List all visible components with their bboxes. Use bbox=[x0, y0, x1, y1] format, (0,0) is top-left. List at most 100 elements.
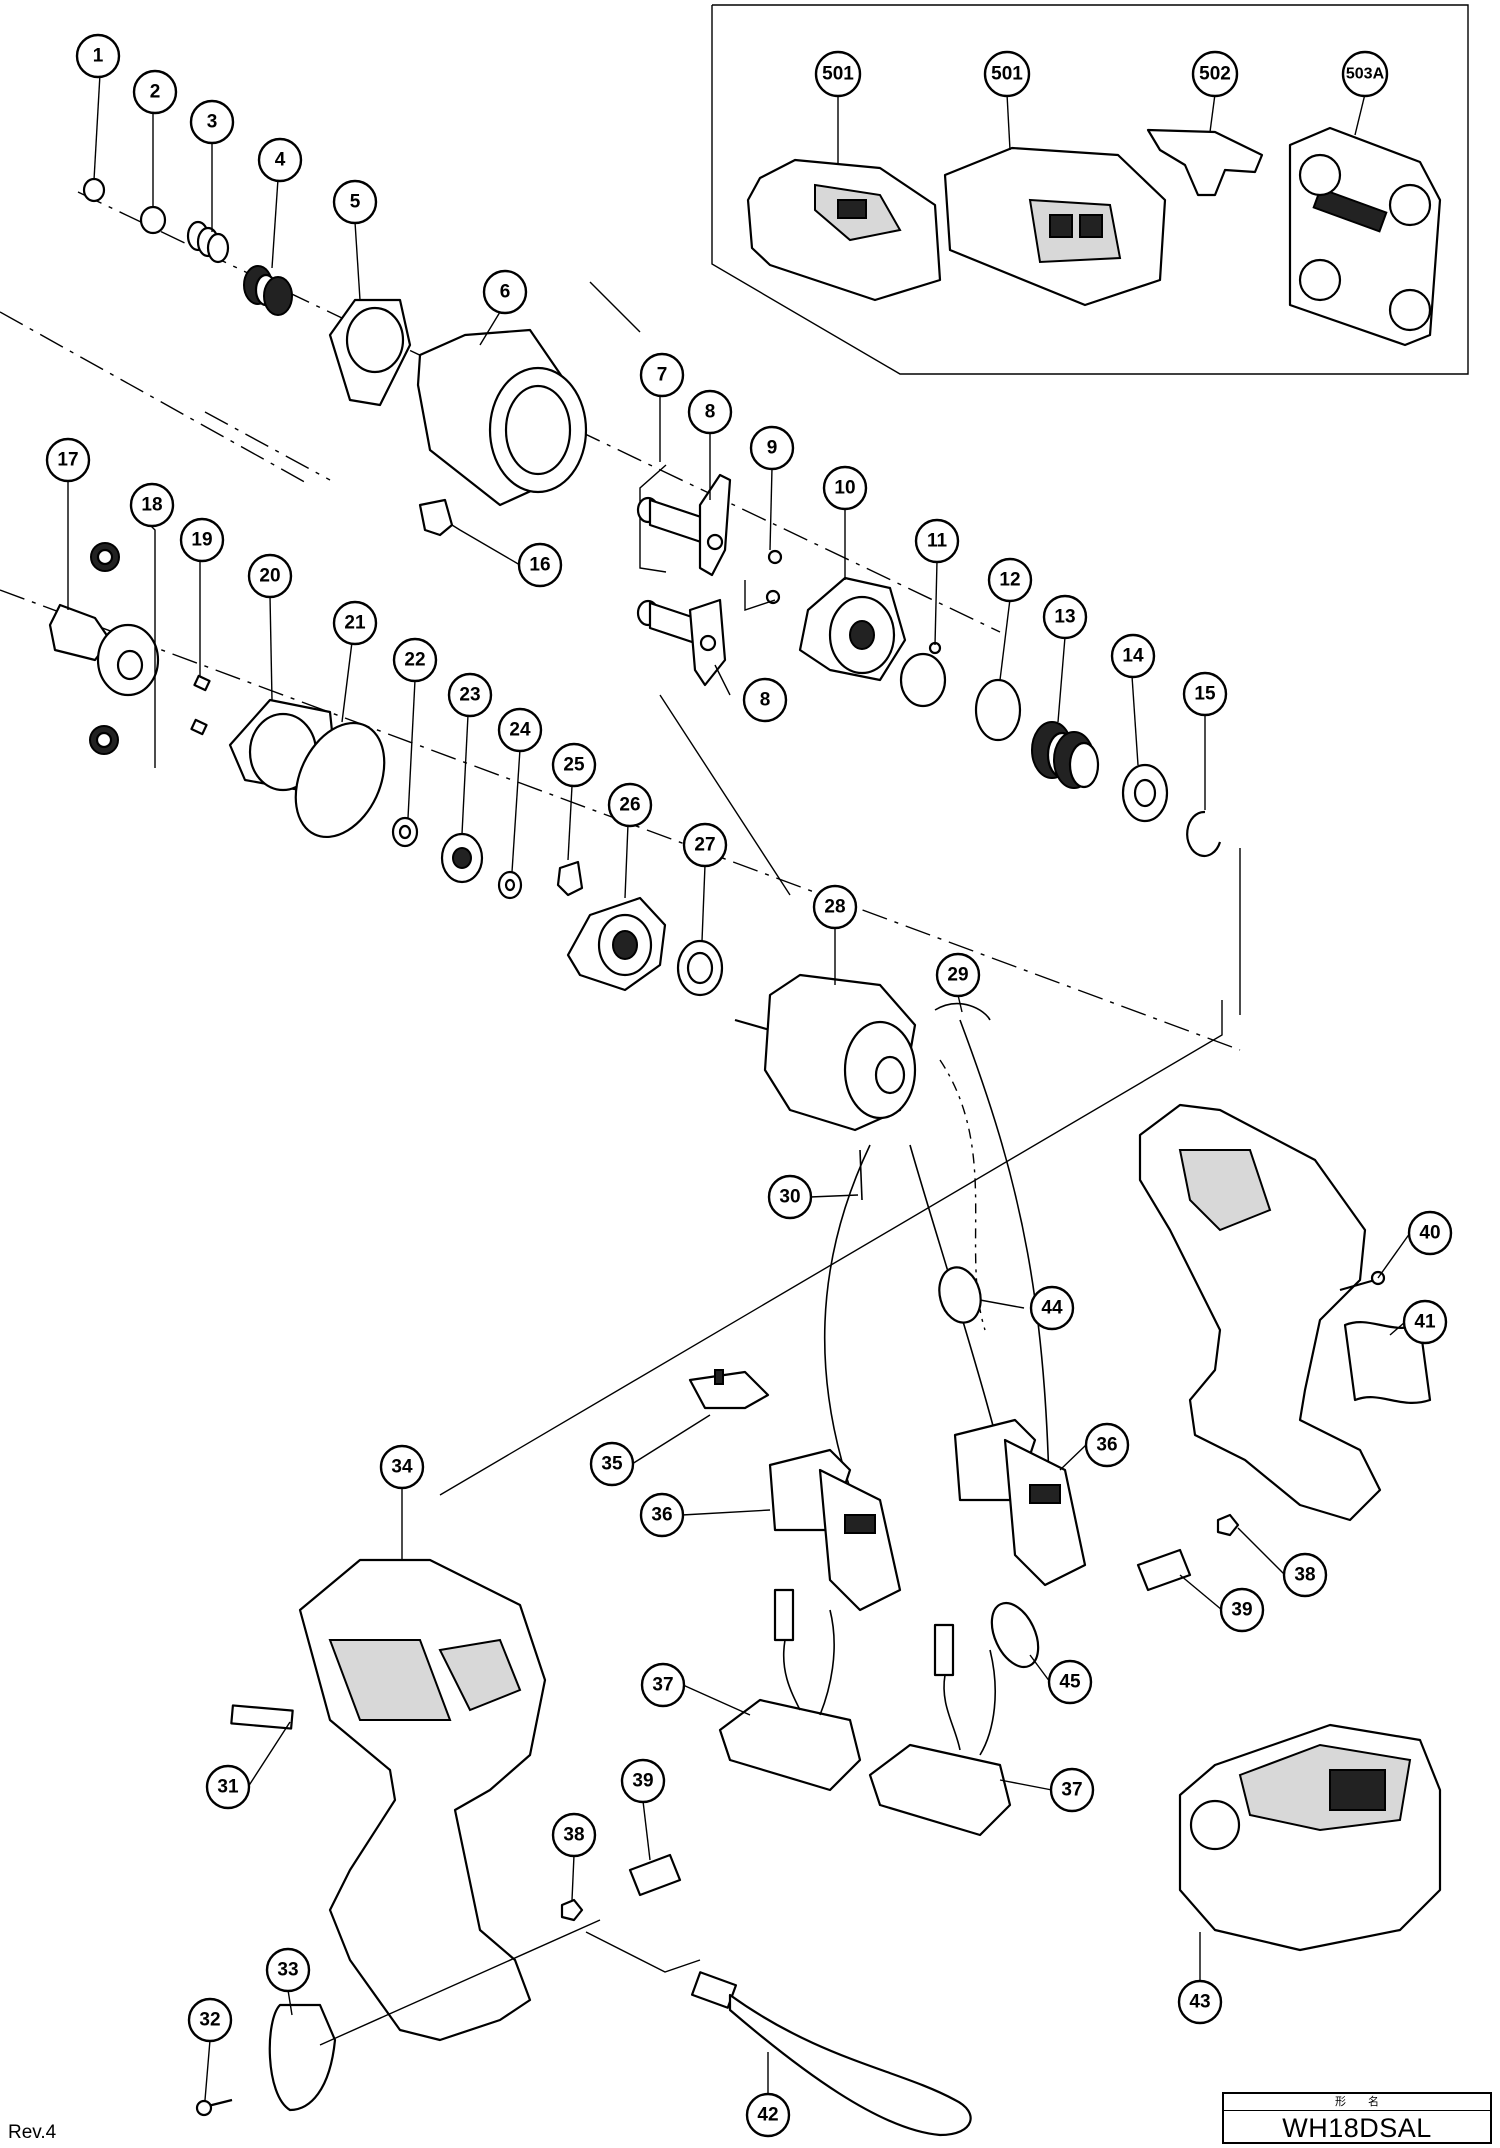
callout-label: 8 bbox=[760, 690, 771, 711]
title-block-header: 形 名 bbox=[1224, 2094, 1490, 2111]
callout-label: 24 bbox=[509, 720, 531, 741]
callout-label: 21 bbox=[344, 613, 366, 634]
callout-1: 1 bbox=[75, 33, 121, 79]
callout-label: 38 bbox=[563, 1825, 584, 1846]
callout-33: 33 bbox=[265, 1947, 311, 1993]
callout-19: 19 bbox=[179, 517, 225, 563]
callout-14: 14 bbox=[1110, 633, 1156, 679]
callout-label: 32 bbox=[199, 2010, 220, 2031]
callout-label: 501 bbox=[991, 64, 1023, 85]
callout-label: 35 bbox=[601, 1454, 623, 1475]
guide-line-housing bbox=[439, 1000, 1223, 1496]
callout-label: 5 bbox=[350, 192, 361, 213]
callout-label: 45 bbox=[1059, 1672, 1081, 1693]
callout-45: 45 bbox=[1047, 1659, 1093, 1705]
callout-label: 9 bbox=[767, 438, 778, 459]
callout-label: 29 bbox=[947, 965, 968, 986]
callout-43: 43 bbox=[1177, 1979, 1223, 2025]
callout-13: 13 bbox=[1042, 594, 1088, 640]
washer-24 bbox=[497, 870, 523, 900]
callout-label: 37 bbox=[1061, 1780, 1082, 1801]
callout-34: 34 bbox=[379, 1444, 425, 1490]
callout-label: 26 bbox=[619, 795, 640, 816]
callout-38a: 38 bbox=[551, 1812, 597, 1858]
callout-38b: 38 bbox=[1282, 1552, 1328, 1598]
callout-36a: 36 bbox=[639, 1492, 685, 1538]
charger-501a bbox=[746, 158, 942, 302]
switch-36b bbox=[953, 1418, 1087, 1587]
callout-18: 18 bbox=[129, 482, 175, 528]
callout-label: 10 bbox=[834, 478, 855, 499]
callout-25: 25 bbox=[551, 742, 597, 788]
callout-label: 25 bbox=[563, 755, 585, 776]
callout-label: 15 bbox=[1194, 684, 1216, 705]
callout-30: 30 bbox=[767, 1174, 813, 1220]
label-31 bbox=[230, 1704, 294, 1730]
washer-22 bbox=[391, 816, 419, 848]
callout-12: 12 bbox=[987, 557, 1033, 603]
callout-10: 10 bbox=[822, 465, 868, 511]
callout-8b: 8 bbox=[742, 677, 788, 723]
callout-42: 42 bbox=[745, 2092, 791, 2138]
switch-plate-35 bbox=[688, 1369, 770, 1410]
callout-4: 4 bbox=[257, 137, 303, 183]
callout-label: 3 bbox=[207, 112, 218, 133]
callout-label: 12 bbox=[999, 570, 1020, 591]
callout-label: 37 bbox=[652, 1675, 673, 1696]
callout-17: 17 bbox=[45, 437, 91, 483]
callout-label: 18 bbox=[141, 495, 162, 516]
callout-label: 502 bbox=[1199, 64, 1231, 85]
label-41 bbox=[1343, 1321, 1432, 1404]
callout-26: 26 bbox=[607, 782, 653, 828]
callout-label: 27 bbox=[694, 835, 715, 856]
callout-24: 24 bbox=[497, 707, 543, 753]
callout-29: 29 bbox=[935, 952, 981, 998]
callout-label: 19 bbox=[191, 530, 212, 551]
motor-28 bbox=[734, 973, 917, 1132]
callout-9: 9 bbox=[749, 425, 795, 471]
callout-22: 22 bbox=[392, 637, 438, 683]
housing-34 bbox=[298, 1558, 547, 2042]
callout-5: 5 bbox=[332, 179, 378, 225]
guide-line-front bbox=[589, 281, 641, 333]
callout-label: 42 bbox=[757, 2105, 778, 2126]
callout-label: 39 bbox=[632, 1771, 653, 1792]
callout-41: 41 bbox=[1402, 1299, 1448, 1345]
callout-503a: 503A bbox=[1341, 50, 1389, 98]
callout-label: 16 bbox=[529, 555, 550, 576]
controller-37b bbox=[868, 1623, 1012, 1837]
callout-37b: 37 bbox=[1049, 1767, 1095, 1813]
callout-label: 7 bbox=[657, 365, 668, 386]
callout-label: 2 bbox=[150, 82, 161, 103]
ring-1 bbox=[82, 177, 106, 203]
housing-right bbox=[1138, 1103, 1382, 1522]
callout-label: 33 bbox=[277, 1960, 298, 1981]
callout-21: 21 bbox=[332, 600, 378, 646]
callout-label: 39 bbox=[1231, 1600, 1252, 1621]
callout-20: 20 bbox=[247, 553, 293, 599]
callout-label: 20 bbox=[259, 566, 280, 587]
spindle-17 bbox=[48, 603, 160, 697]
callout-28: 28 bbox=[812, 884, 858, 930]
callout-label: 31 bbox=[217, 1777, 239, 1798]
accessory-inset-frame bbox=[711, 4, 1469, 375]
steel-ball-11 bbox=[899, 641, 947, 708]
callout-label: 41 bbox=[1414, 1312, 1436, 1333]
callout-501b: 501 bbox=[983, 50, 1031, 98]
callout-11: 11 bbox=[914, 518, 960, 564]
callout-label: 14 bbox=[1122, 646, 1144, 667]
model-number: WH18DSAL bbox=[1282, 2113, 1432, 2143]
noise-filter-44 bbox=[938, 1266, 982, 1324]
callout-label: 40 bbox=[1419, 1223, 1440, 1244]
callout-35: 35 bbox=[589, 1441, 635, 1487]
callout-31: 31 bbox=[205, 1764, 251, 1810]
callout-23: 23 bbox=[447, 672, 493, 718]
callout-label: 11 bbox=[927, 531, 948, 552]
hammer-10 bbox=[798, 576, 907, 682]
callout-label: 6 bbox=[500, 282, 511, 303]
callout-label: 34 bbox=[391, 1457, 413, 1478]
hook-33 bbox=[268, 1919, 601, 2112]
callout-502: 502 bbox=[1191, 50, 1239, 98]
callout-39a: 39 bbox=[620, 1758, 666, 1804]
guide-line-anvil bbox=[659, 694, 791, 896]
